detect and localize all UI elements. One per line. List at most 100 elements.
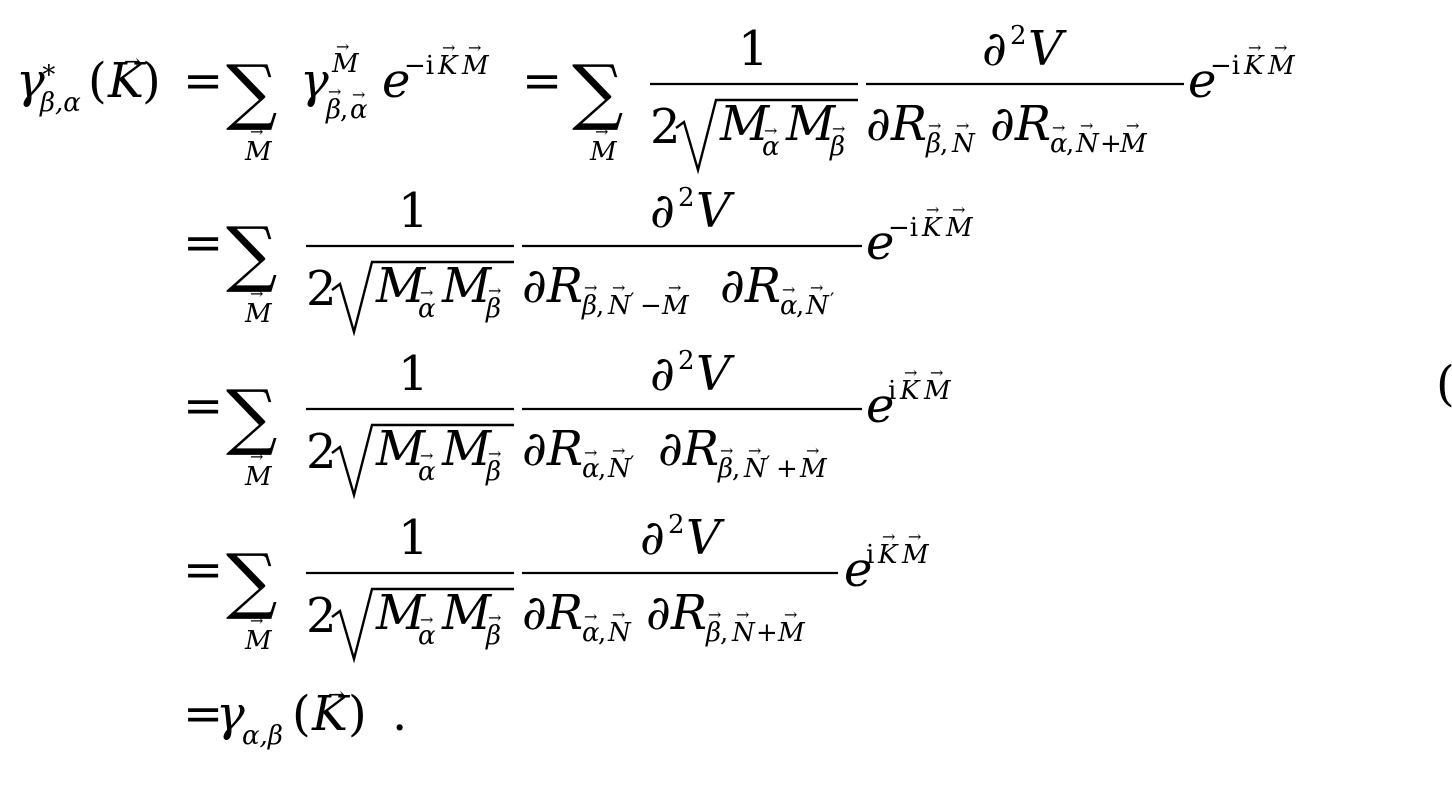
equation-line-3: = ∑ M → 1 2 M α → M β → ∂ 2 V ∂R α → , N… [183,346,952,500]
svg-text:→: → [328,682,345,706]
svg-text:→: → [782,280,795,299]
svg-text:1: 1 [398,183,429,239]
svg-text:2: 2 [1010,21,1027,51]
svg-text:→: → [468,38,481,57]
svg-text:M: M [375,585,427,641]
svg-text:→: → [612,278,625,297]
svg-text:M: M [901,540,930,570]
svg-text:∑: ∑ [226,538,277,622]
svg-text:∂: ∂ [650,183,675,239]
svg-text:e: e [844,542,872,598]
equation-number: ( [1436,356,1452,412]
svg-text:→: → [926,200,939,219]
svg-text:2: 2 [678,183,695,213]
svg-text:1: 1 [398,510,429,566]
svg-text:→: → [952,200,965,219]
svg-text:(: ( [88,53,107,109]
svg-text:): ) [142,53,161,109]
svg-text:∂: ∂ [650,346,675,402]
svg-text:K: K [107,53,147,109]
svg-text:→: → [1080,116,1093,135]
svg-text:∂R: ∂R [522,421,583,477]
svg-text:∂R: ∂R [522,258,583,314]
svg-text:→: → [250,284,263,303]
svg-text:M: M [244,626,273,656]
svg-text:K: K [921,213,943,243]
svg-text:2: 2 [668,510,685,540]
svg-text:→: → [442,38,455,57]
svg-text:→: → [584,443,597,462]
svg-text:=: = [183,686,223,742]
svg-text:e: e [866,378,894,434]
svg-text:→: → [832,119,845,138]
svg-text:→: → [488,444,501,463]
svg-text:→: → [748,441,761,460]
svg-text:→: → [708,605,721,624]
svg-text:∂R: ∂R [646,585,707,641]
svg-text:M: M [375,258,427,314]
svg-text:−i: −i [1210,51,1240,81]
svg-text:1: 1 [738,21,769,77]
svg-text:α: α [350,95,368,125]
svg-text:→: → [1052,118,1065,137]
svg-text:,: , [1066,129,1074,159]
svg-text:M: M [331,49,360,79]
svg-text:∑: ∑ [226,374,277,458]
svg-text:,: , [596,291,604,321]
svg-text:α: α [1050,129,1068,159]
svg-text:→: → [352,85,365,104]
svg-text:,: , [598,454,606,484]
svg-text:=: = [183,215,223,271]
svg-text:γ: γ [300,53,329,109]
svg-text:β: β [705,618,721,648]
svg-text:∂R: ∂R [990,96,1051,152]
svg-text:β: β [485,457,501,487]
svg-text:∑: ∑ [226,211,277,295]
svg-text:K: K [437,51,459,81]
svg-text:→: → [584,278,597,297]
svg-text:∂: ∂ [640,510,665,566]
svg-text:N: N [607,454,632,484]
svg-text:α: α [582,454,600,484]
svg-text:β: β [717,454,733,484]
svg-text:β: β [485,294,501,324]
svg-text:→: → [420,446,433,465]
svg-text:→: → [806,441,819,460]
svg-text:M: M [589,137,618,167]
svg-text:M: M [461,51,490,81]
svg-text:M: M [661,291,690,321]
svg-text:+: + [756,618,778,648]
svg-text:e: e [866,215,894,271]
svg-text:→: → [908,527,921,546]
svg-text:β: β [829,132,845,162]
svg-text:=: = [522,53,562,109]
svg-text:∗: ∗ [40,55,58,85]
svg-text:→: → [1248,38,1261,57]
svg-text:→: → [595,122,608,141]
svg-text:K: K [899,376,921,406]
svg-text:→: → [882,527,895,546]
svg-text:′: ′ [630,452,634,474]
svg-text:): ) [348,686,367,742]
svg-text:→: → [1274,38,1287,57]
svg-text:M: M [441,258,493,314]
svg-text:M: M [375,421,427,477]
svg-text:→: → [720,441,733,460]
svg-text:,: , [340,95,348,125]
svg-text:=: = [183,542,223,598]
svg-text:α: α [418,457,436,487]
svg-text:→: → [1126,116,1139,135]
svg-text:∑: ∑ [572,49,623,133]
svg-text:γ: γ [16,53,45,109]
svg-text:N: N [951,129,976,159]
svg-text:e: e [382,53,410,109]
svg-text:→: → [784,605,797,624]
svg-text:→: → [250,447,263,466]
svg-text:→: → [250,611,263,630]
svg-text:M: M [244,462,273,492]
equation-line-2: = ∑ M → 1 2 M α → M β → ∂ 2 V ∂R β → , N… [183,183,974,337]
svg-text:β,α: β,α [39,88,81,118]
svg-text:M: M [785,96,837,152]
equation-line-4: = ∑ M → 1 2 M α → M β → ∂ 2 V ∂R α → , N… [183,510,930,664]
svg-text:α: α [762,132,780,162]
